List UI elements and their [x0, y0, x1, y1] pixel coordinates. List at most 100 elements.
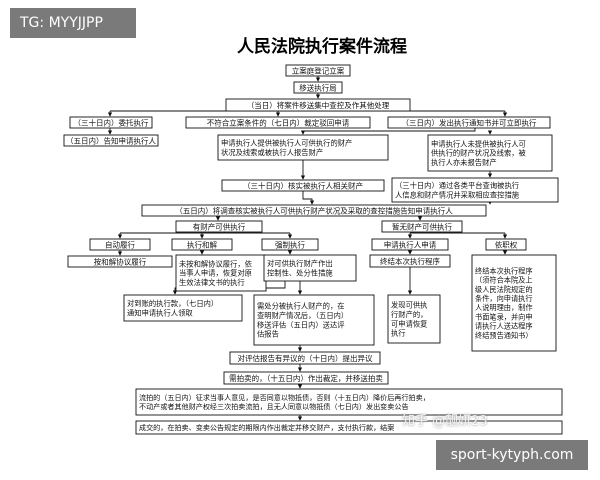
flow-node-text: 终结本次执行程序	[475, 266, 533, 275]
flow-node-box	[381, 220, 463, 233]
flow-node-box	[369, 254, 451, 268]
flow-node-text: 人信息和财产情况并采取相应查控措施	[395, 190, 520, 199]
flow-node-text: 不符合立案条件的（七日内）裁定驳回申请	[207, 117, 350, 127]
flow-node-text: 依职权	[495, 239, 518, 249]
flow-node-text: 条件，向申请执行	[475, 294, 533, 303]
flow-node-box	[285, 64, 351, 77]
flow-node-text: 执行	[391, 329, 406, 338]
flow-node-text: 控制性、处分性措施	[267, 268, 333, 277]
flow-node-text: 终结预告通知书）	[475, 331, 533, 340]
flow-node-box	[221, 179, 385, 192]
flow-node-text: 不动产或者其他财产权经三次拍卖流拍，且无人同意以物抵债（七日内）发出变卖公告	[139, 402, 409, 411]
flow-node-n4: （三十日内）委托执行	[69, 116, 153, 129]
flow-node-text: （须符合本院及上	[475, 276, 533, 285]
flow-node-text: 生效法律文书的执行	[179, 278, 245, 287]
flow-node-box	[135, 420, 563, 435]
flow-node-box	[261, 238, 319, 251]
flow-node-text: 对可供执行财产作出	[267, 259, 333, 268]
flow-node-box	[471, 254, 557, 352]
flow-node-text: 需处分被执行人财产的，在	[257, 302, 345, 311]
flow-node-text: 未按和解协议履行，依	[179, 259, 253, 268]
flow-node-text: 有财产可供执行	[193, 221, 246, 231]
flow-node-text: 申请执行人提供被执行人可供执行的财产	[221, 139, 352, 148]
flow-node-text: （三十日内）核实被执行人相关财产	[243, 180, 363, 190]
flow-node-text: （五日内）告知申请执行人	[66, 135, 156, 145]
flow-node-box	[223, 371, 389, 385]
flow-node-text: 流拍的（五日内）征求当事人意见，是否同意以物抵债，否则（十五日内）降价后再行拍卖…	[139, 393, 430, 402]
flow-node-text: 通知申请执行人领取	[127, 308, 193, 317]
flow-node-box	[217, 134, 389, 161]
flow-node-n10: （三十日内）核实被执行人相关财产	[221, 179, 385, 192]
flow-node-box	[293, 81, 343, 94]
flow-node-box	[67, 255, 173, 268]
flow-node-box	[63, 134, 159, 147]
flow-node-box	[427, 134, 553, 172]
flow-node-text: 可申请恢复	[391, 319, 428, 328]
flow-node-text: 申请执行人未提供被执行人可	[431, 139, 526, 148]
flow-node-n20: 按和解协议履行	[67, 255, 173, 268]
flow-node-n2: 移送执行局	[293, 81, 343, 94]
flow-node-n23: 终结本次执行程序	[369, 254, 451, 268]
flow-node-text: 对评估报告有异议的（十日内）提出异议	[238, 353, 373, 363]
flow-node-n31: 成交的，在拍卖、变卖公告规定的期限内作出裁定并移交财产，支付执行款，结案	[135, 420, 563, 435]
flow-node-text: 终结本次执行程序	[380, 256, 440, 266]
flow-node-text: （三十日内）委托执行	[74, 117, 149, 127]
flow-node-text: 供执行的财产状况及线索，被	[431, 149, 527, 158]
flow-node-box	[175, 220, 263, 233]
flow-node-n17: 强制执行	[261, 238, 319, 251]
flow-node-text: （当日）将案件移送集中查控及作其他处理	[247, 100, 390, 110]
flow-node-n28: 对评估报告有异议的（十日内）提出异议	[229, 351, 381, 365]
flow-node-n24: 终结本次执行程序（须符合本院及上级人民法院规定的条件，向申请执行人说明理由，制作…	[471, 254, 557, 352]
flowchart-title: 人民法院执行案件流程	[237, 36, 407, 57]
flow-node-n5: （五日内）告知申请执行人	[63, 134, 159, 147]
flow-node-text: 书面笔录，并向申	[475, 312, 533, 321]
flow-node-n14: 暂无财产可供执行	[381, 220, 463, 233]
flow-node-text: 当事人申请，恢复对原	[179, 269, 252, 278]
flow-node-text: 立案庭登记立案	[292, 65, 345, 75]
flow-node-text: 自动履行	[105, 239, 135, 249]
flow-node-text: 执行人亦未报告财产	[431, 158, 497, 167]
flow-node-n13: 有财产可供执行	[175, 220, 263, 233]
flow-node-box	[229, 351, 381, 365]
flow-node-n19: 依职权	[485, 238, 527, 251]
flow-node-n18: 申请执行人申请	[371, 238, 449, 251]
flow-node-box	[387, 294, 441, 344]
flow-node-box	[141, 204, 487, 217]
flow-node-text: 申请执行人申请	[384, 239, 437, 249]
flow-node-box	[387, 116, 551, 129]
flow-node-text: 人说明理由，制作	[475, 303, 533, 312]
flow-node-text: 移送评估（五日内）送达评	[257, 320, 345, 329]
flow-node-text: 成交的，在拍卖、变卖公告规定的期限内作出裁定并移交财产，支付执行款，结案	[139, 423, 394, 432]
flow-node-box	[69, 116, 153, 129]
flow-node-text: 对到账的执行款，（七日内）	[127, 299, 218, 308]
flow-node-box	[391, 177, 559, 203]
flow-node-box	[371, 238, 449, 251]
flow-node-text: 按和解协议履行	[94, 256, 147, 266]
flow-node-n30: 流拍的（五日内）征求当事人意见，是否同意以物抵债，否则（十五日内）降价后再行拍卖…	[135, 388, 563, 416]
flow-node-n7: （三日内）发出执行通知书并可立即执行	[387, 116, 551, 129]
flow-node-text: 行财产的，	[391, 310, 427, 319]
flow-node-text: 查明财产情况后，（五日内）	[257, 311, 348, 320]
flow-node-text: 移送执行局	[299, 82, 337, 92]
flow-node-text: 强制执行	[275, 239, 305, 249]
flow-node-n16: 执行和解	[171, 238, 233, 251]
flow-node-box	[123, 294, 243, 322]
flow-node-text: 状况及线索或被执行人报告财产	[221, 148, 323, 157]
flow-node-text: 估报告	[257, 330, 279, 339]
flow-node-n12: （五日内）将调查核实被执行人可供执行财产状况及采取的查控措施告知申请执行人	[141, 204, 487, 217]
flow-node-n25: 对到账的执行款，（七日内）通知申请执行人领取	[123, 294, 243, 322]
flow-node-box	[185, 116, 371, 129]
edge	[302, 190, 315, 205]
flow-node-box	[135, 388, 563, 416]
flow-node-n29: 需拍卖的，（十五日内）作出裁定，并移送拍卖	[223, 371, 389, 385]
flow-node-box	[253, 294, 375, 346]
flow-node-text: 暂无财产可供执行	[392, 221, 452, 231]
flow-node-text: 级人民法院规定的	[475, 285, 533, 294]
